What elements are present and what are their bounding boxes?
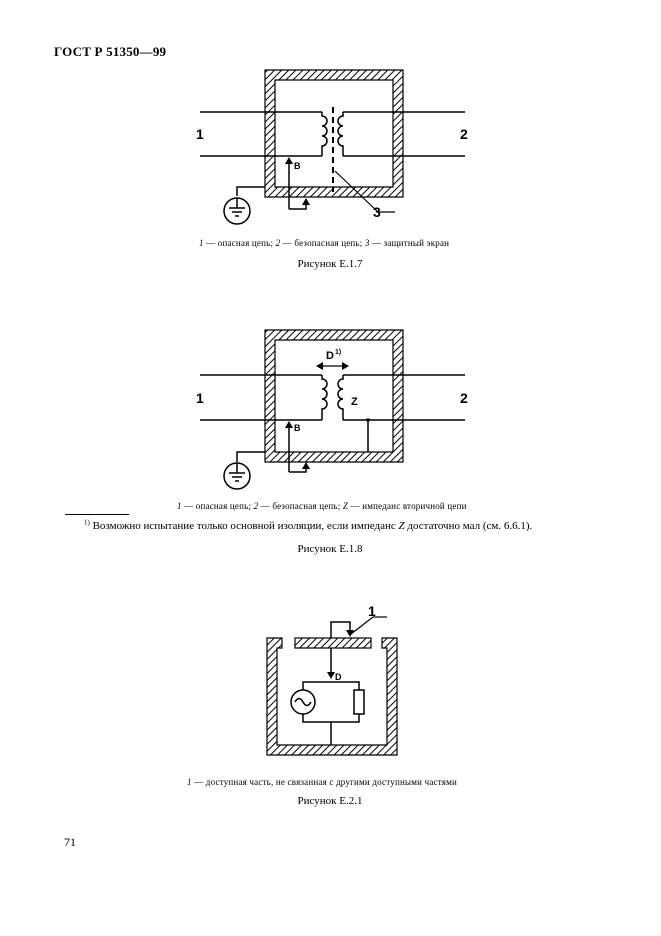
secondary-coil: [337, 375, 344, 420]
label-d: D: [335, 672, 342, 682]
primary-coil: [321, 112, 328, 156]
footnote-marker: 1): [84, 518, 90, 527]
figure-e18-legend: 1 — опасная цепь; 2 — безопасная цепь; Z…: [177, 501, 467, 511]
label-hazardous-1: 1: [196, 390, 204, 406]
protective-screen-frame: [264, 69, 404, 198]
figure-e21-caption: Рисунок E.2.1: [297, 795, 363, 807]
document-header: ГОСТ Р 51350—99: [54, 44, 167, 59]
figure-e21-legend: 1 — доступная часть, не связанная с друг…: [187, 777, 457, 787]
figure-e17-legend: 1 — опасная цепь; 2 — безопасная цепь; 3…: [199, 238, 450, 248]
footnote-rule: [65, 514, 129, 515]
screen-leader: [334, 170, 379, 213]
label-hazardous-1: 1: [196, 126, 204, 142]
label-d: D: [326, 350, 334, 362]
earth-wire: [236, 186, 265, 196]
figure-e17-diagram: B 1 2 3: [196, 69, 468, 225]
label-b: B: [294, 423, 301, 433]
probe-b-arrow: [285, 157, 293, 164]
label-safe-2: 2: [460, 390, 468, 406]
part-leader: [350, 616, 374, 635]
load-resistor: [353, 689, 365, 715]
label-screen-3: 3: [373, 204, 381, 220]
accessible-part-plate: [294, 637, 372, 649]
figure-e21-diagram: 1 D: [266, 603, 398, 756]
label-part-1: 1: [368, 603, 376, 619]
figure-e17-caption: Рисунок E.1.7: [297, 258, 363, 270]
enclosure-u-frame: [266, 637, 398, 756]
label-safe-2: 2: [460, 126, 468, 142]
earth-wire: [236, 451, 265, 462]
label-z: Z: [351, 396, 358, 408]
ac-source-icon: [294, 697, 312, 707]
page-number: 71: [64, 835, 76, 849]
secondary-coil: [337, 112, 344, 156]
figure-e18-diagram: D 1) Z B 1 2: [196, 329, 468, 490]
label-b: B: [294, 161, 301, 171]
primary-coil: [321, 375, 328, 420]
footnote: 1) Возможно испытание только основной из…: [84, 518, 533, 532]
figure-e18-caption: Рисунок E.1.8: [297, 543, 363, 555]
enclosure-frame: [264, 329, 404, 463]
label-d-footnote: 1): [335, 349, 341, 356]
